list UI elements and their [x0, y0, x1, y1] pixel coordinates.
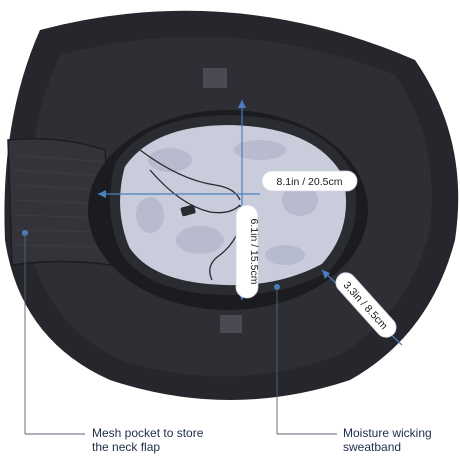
length-label: 6.1in / 15.5cm	[235, 204, 260, 299]
length-label-text: 6.1in / 15.5cm	[248, 219, 260, 285]
width-label-text: 8.1in / 20.5cm	[277, 176, 343, 188]
sweatband-caption-line2: sweatband	[343, 440, 402, 454]
mesh-pocket-caption-line1: Mesh pocket to store	[92, 426, 204, 440]
lining-pattern	[136, 140, 318, 265]
sweatband	[110, 114, 357, 296]
sweatband-pointer	[274, 284, 337, 435]
top-loop-patch	[203, 68, 227, 88]
mesh-pocket-pointer	[22, 230, 85, 435]
width-label: 8.1in / 20.5cm	[261, 170, 358, 192]
cord-lock	[180, 204, 196, 217]
sweatband-caption: Moisture wicking sweatband	[343, 426, 432, 454]
mesh-pocket-caption-line2: the neck flap	[92, 440, 161, 454]
bottom-loop-patch	[220, 315, 242, 333]
width-guide	[98, 190, 260, 198]
mesh-pocket-caption: Mesh pocket to store the neck flap	[92, 426, 203, 454]
sweatband-caption-line1: Moisture wicking	[343, 426, 432, 440]
